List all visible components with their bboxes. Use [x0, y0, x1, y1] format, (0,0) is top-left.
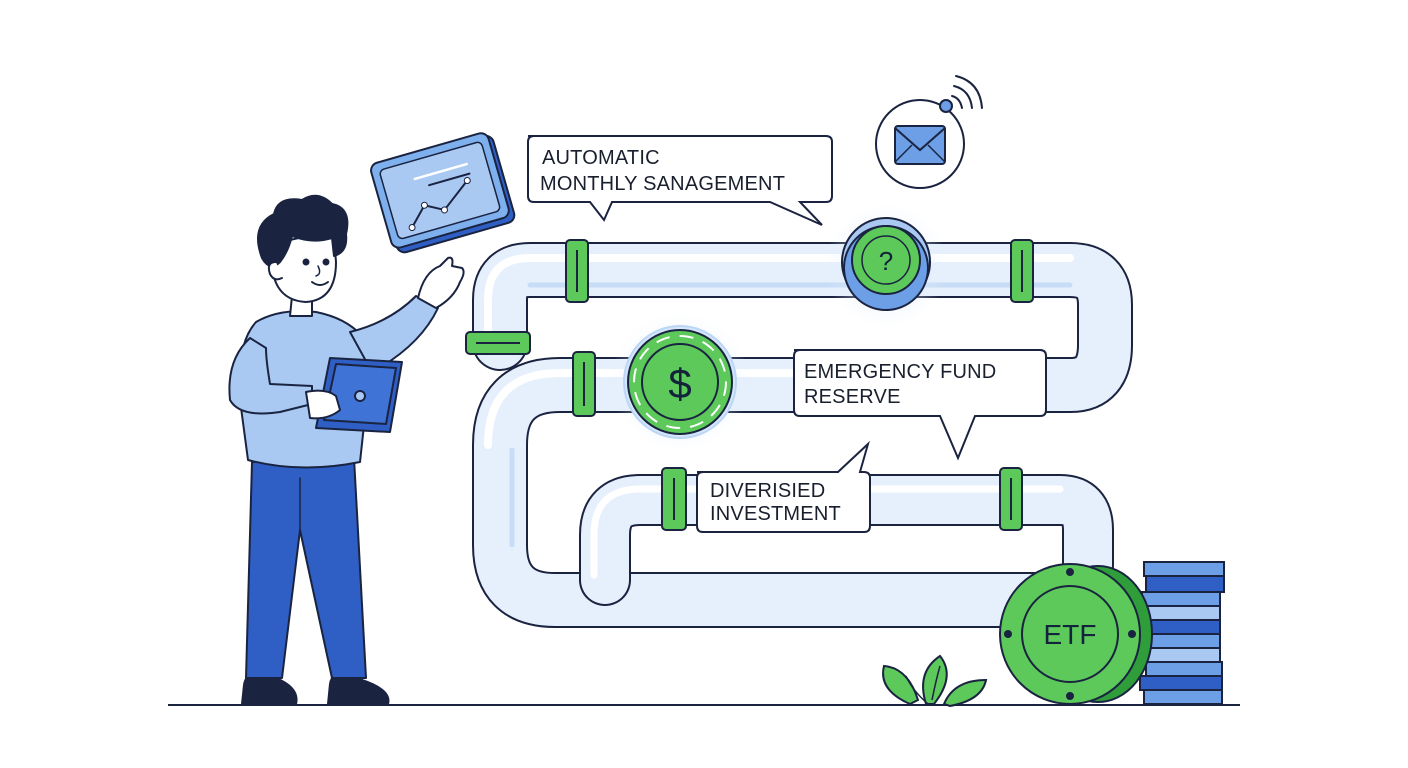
bubble-automatic: AUTOMATIC MONTHLY SANAGEMENT — [527, 135, 833, 226]
question-coin-icon: ? — [824, 204, 948, 328]
pipe-clamps — [465, 239, 1034, 531]
arm-raised — [349, 295, 439, 373]
diversified-label-line2: INVESTMENT — [710, 503, 841, 525]
pants — [245, 457, 367, 679]
hand-raised — [417, 256, 465, 309]
etf-label: ETF — [1044, 619, 1097, 650]
tablet-chart-icon — [370, 132, 516, 254]
wifi-signal-icon — [939, 75, 983, 113]
pipeline — [472, 242, 1133, 628]
etf-coin-icon: ETF — [999, 563, 1153, 705]
dollar-symbol: $ — [668, 360, 691, 407]
automatic-label-line2: MONTHLY SANAGEMENT — [540, 173, 785, 195]
automatic-label-line1: AUTOMATIC — [542, 147, 660, 169]
pipe-top — [472, 242, 1133, 413]
mail-icon — [875, 99, 965, 189]
coin-stack-icon — [1139, 561, 1225, 705]
diversified-label-line1: DIVERISIED — [710, 480, 825, 502]
bubble-diversified: DIVERISIED INVESTMENT — [696, 440, 871, 533]
hair — [257, 194, 349, 268]
pipe-middle — [472, 357, 1118, 628]
emergency-label-line1: EMERGENCY FUND — [804, 361, 996, 383]
arm-lower — [228, 337, 313, 415]
dollar-coin-icon: $ — [610, 312, 750, 452]
hand-holding — [305, 389, 341, 420]
bubble-emergency: EMERGENCY FUND RESERVE — [793, 349, 1047, 461]
handheld-tablet-icon — [315, 357, 403, 433]
question-symbol: ? — [879, 246, 893, 276]
person-figure — [228, 194, 465, 705]
leaf-plant-icon — [882, 654, 988, 708]
emergency-label-line2: RESERVE — [804, 386, 901, 408]
